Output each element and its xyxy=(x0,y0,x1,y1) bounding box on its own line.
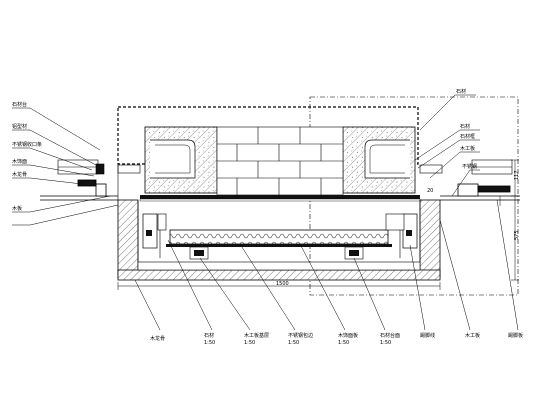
label-left-3: 不锈钢收口条 xyxy=(12,141,42,148)
label-right-2: 石材框 xyxy=(460,133,475,140)
left-small-unit xyxy=(57,159,141,200)
label-bottom-6: 石材台面 xyxy=(380,332,400,339)
right-small-unit xyxy=(419,159,513,175)
floor-right xyxy=(440,183,520,201)
right-stone-block xyxy=(342,126,416,194)
pit-left-wall xyxy=(117,199,139,279)
label-bottom-2: 石材 xyxy=(204,332,214,339)
label-right-1: 石材 xyxy=(460,123,470,130)
label-top-right: 石材 xyxy=(456,88,466,95)
cushion-layer xyxy=(166,229,392,247)
right-post xyxy=(402,213,418,249)
left-stone-block xyxy=(144,126,218,194)
sublabel-bottom-6: 1:50 xyxy=(380,340,391,346)
foot-left xyxy=(189,246,209,260)
label-right-3: 木工板 xyxy=(460,145,475,152)
left-post xyxy=(142,213,158,249)
top-mount-left xyxy=(157,213,167,231)
label-left-6: 木板 xyxy=(12,205,22,212)
floor-left xyxy=(40,179,118,201)
foot-right xyxy=(344,246,364,260)
dimension-width-text: 1500 xyxy=(276,281,289,287)
label-left-1: 石材台 xyxy=(12,101,27,108)
label-bottom-8: 木工板 xyxy=(465,332,480,339)
dimension-right xyxy=(499,159,519,281)
label-right-4: 不锈钢 xyxy=(462,163,477,170)
label-bottom-7: 踢脚线 xyxy=(420,332,435,339)
dimension-upper-text: 117 xyxy=(514,170,520,180)
sublabel-bottom-4: 1:50 xyxy=(288,340,299,346)
left-leaders xyxy=(12,107,119,226)
sublabel-bottom-5: 1:50 xyxy=(338,340,349,346)
label-bottom-3: 木工板基层 xyxy=(244,332,269,339)
sublabel-bottom-3: 1:50 xyxy=(244,340,255,346)
label-left-2: 铝型材 xyxy=(12,123,27,130)
sublabel-bottom-2: 1:50 xyxy=(204,340,215,346)
pit-bottom-slab xyxy=(117,261,441,281)
dimension-lower-text: 575 xyxy=(514,230,520,240)
top-mount-right xyxy=(385,213,405,231)
right-leaders xyxy=(414,94,480,197)
pit-right-wall xyxy=(419,199,441,279)
bottom-leaders xyxy=(134,199,519,331)
label-bottom-5: 木饰面板 xyxy=(338,332,358,339)
label-bottom-1: 木龙骨 xyxy=(150,335,165,342)
label-left-5: 木龙骨 xyxy=(12,171,27,178)
center-brick-grid xyxy=(216,126,344,196)
label-bottom-right: 踢脚板 xyxy=(508,332,523,339)
dimension-small-text: 20 xyxy=(427,188,433,194)
dimension-bottom xyxy=(117,282,441,290)
label-left-4: 木饰面 xyxy=(12,158,27,165)
frame-band xyxy=(139,195,421,202)
label-bottom-4: 不锈钢包边 xyxy=(288,332,313,339)
